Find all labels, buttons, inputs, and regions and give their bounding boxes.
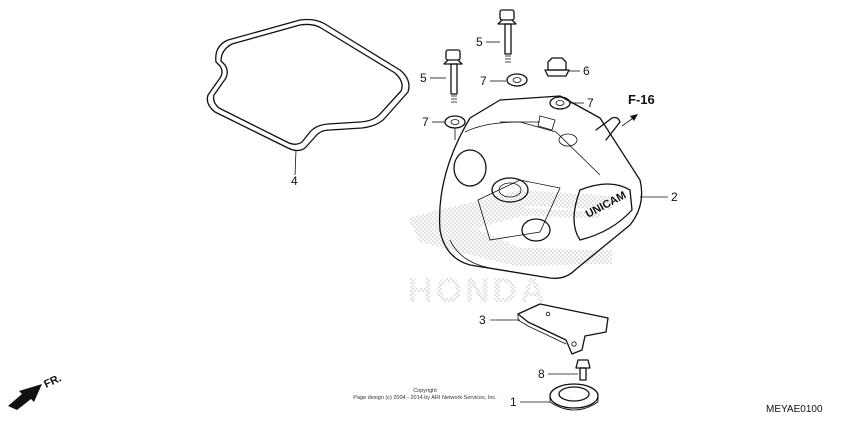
washer-part-7-left: [444, 115, 466, 129]
callout-4: 4: [291, 174, 298, 188]
callout-5-center: 5: [476, 35, 483, 49]
watermark-text: HONDA: [408, 272, 548, 310]
head-cover-part-2: [438, 95, 643, 279]
callout-7-left: 7: [422, 115, 429, 129]
reference-arrow-icon: [621, 114, 638, 127]
front-label: FR.: [42, 372, 63, 390]
bolt-part-6: [544, 57, 570, 77]
callout-3: 3: [479, 313, 486, 327]
callout-8: 8: [538, 367, 545, 381]
bracket-part-3: [517, 303, 609, 355]
callout-7-center: 7: [480, 74, 487, 88]
callout-2: 2: [671, 190, 678, 204]
callout-5-left: 5: [420, 71, 427, 85]
leader-lines: [294, 41, 668, 403]
callout-1: 1: [510, 395, 517, 409]
copyright-line-1: Copyright: [413, 388, 437, 394]
grommet-part-1: [549, 383, 599, 411]
bolt-part-5-left: [443, 49, 463, 103]
washer-part-7-right: [549, 96, 571, 110]
washer-part-7-center: [506, 73, 528, 87]
diagram-code: MEYAE0100: [766, 404, 823, 415]
reference-label: F-16: [628, 92, 655, 107]
copyright-line-2: Page design (c) 2004 - 2014 by ARI Netwo…: [353, 395, 497, 401]
bolt-part-5-center: [497, 9, 517, 63]
callout-7-right: 7: [587, 96, 594, 110]
callout-6: 6: [583, 64, 590, 78]
gasket-part-4: [206, 18, 410, 152]
honda-wing-watermark: [408, 190, 612, 266]
bolt-part-8: [575, 359, 591, 381]
front-arrow-icon: [8, 384, 42, 410]
